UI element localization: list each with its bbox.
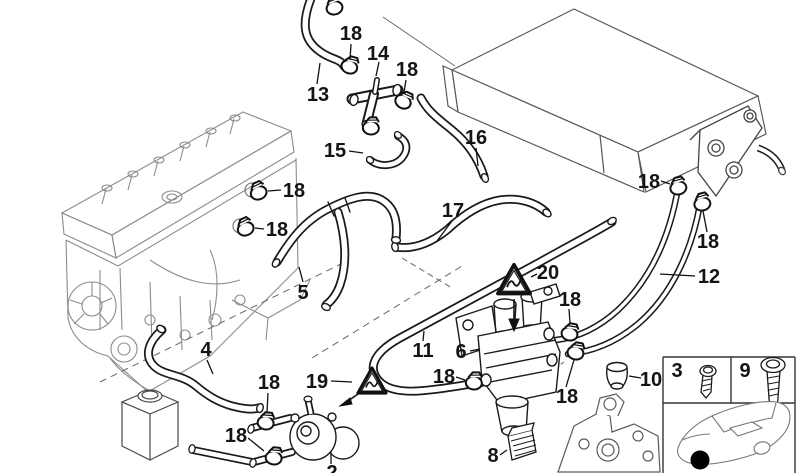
callout-18-pump-upper: 18: [258, 372, 280, 394]
callout-20: 20: [537, 262, 559, 284]
leader-lines: [206, 43, 708, 464]
callout-5: 5: [297, 282, 308, 304]
callout-9: 9: [739, 360, 750, 382]
hose-4: [143, 324, 265, 414]
callout-18-valve-lower: 18: [556, 386, 578, 408]
callout-18-hose11: 18: [433, 366, 455, 388]
callout-3: 3: [671, 360, 682, 382]
screw-3: [699, 364, 717, 400]
callout-6: 6: [455, 341, 466, 363]
expansion-tank: [120, 389, 180, 461]
hose-5: [271, 191, 402, 312]
callout-18-valve-upper: 18: [559, 289, 581, 311]
callout-18-tee: 18: [396, 59, 418, 81]
aux-water-pump: [289, 395, 360, 461]
callout-labels: 18 14 18 13 15 16 17 18 18 5 4 18 19 18 …: [200, 23, 750, 473]
car-locator: [677, 401, 791, 470]
arrow-20: [508, 299, 520, 333]
warning-labels: [338, 262, 532, 407]
callout-2-partial: 2: [326, 462, 337, 473]
engine-line-art: [60, 111, 311, 393]
car-location-dot: [690, 450, 710, 470]
heater-core-fitting: [689, 105, 787, 198]
callout-18-engine-upper: 18: [283, 180, 305, 202]
callout-14: 14: [367, 43, 390, 65]
callout-8: 8: [487, 445, 498, 467]
callout-4: 4: [200, 339, 212, 361]
callout-13: 13: [307, 84, 329, 106]
callout-19: 19: [306, 371, 328, 393]
water-valve: [455, 283, 561, 437]
rubber-pad: [507, 422, 537, 461]
callout-16: 16: [465, 127, 487, 149]
elbow-15: [365, 130, 411, 169]
callout-17: 17: [442, 200, 464, 222]
callout-18-top: 18: [340, 23, 362, 45]
inset-box: [662, 356, 796, 473]
callout-11: 11: [412, 340, 433, 362]
grommet: [606, 361, 628, 390]
screw-9: [760, 356, 786, 407]
callout-18-heater-left: 18: [638, 171, 660, 193]
callout-18-heater-right: 18: [697, 231, 719, 253]
callout-18-pump-lower: 18: [225, 425, 247, 447]
arrow-19: [338, 393, 359, 407]
callout-15: 15: [324, 140, 346, 162]
callout-18-engine-lower: 18: [266, 219, 288, 241]
callout-12: 12: [698, 266, 720, 288]
callout-10: 10: [640, 369, 662, 391]
hose-17: [390, 194, 552, 253]
mounting-bracket: [557, 393, 661, 473]
